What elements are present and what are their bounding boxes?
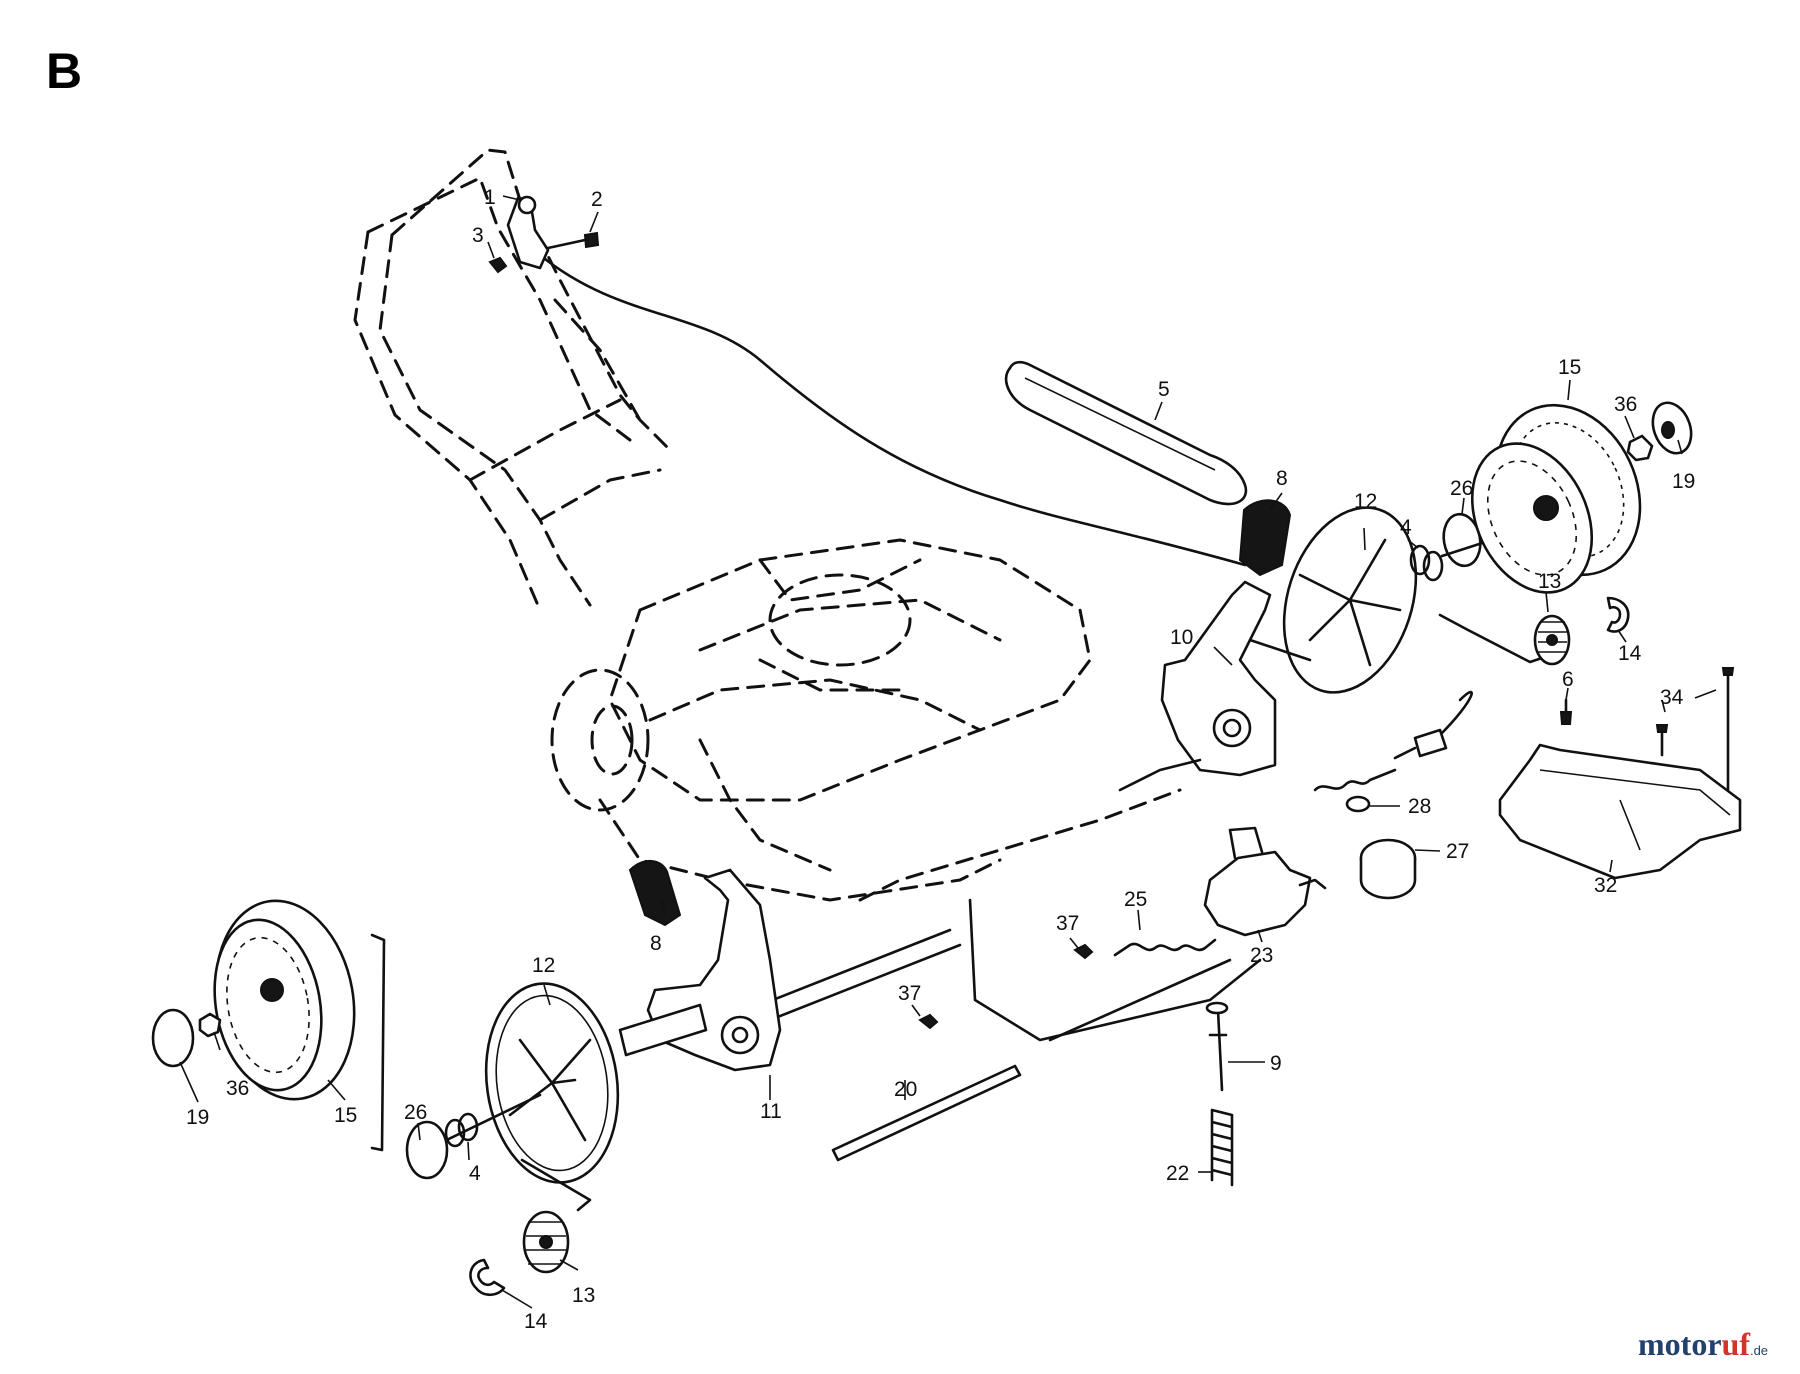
label-37-lower: 37 bbox=[898, 982, 921, 1005]
label-20: 20 bbox=[894, 1078, 917, 1101]
tension-spring bbox=[1313, 768, 1397, 792]
e-clip-left bbox=[469, 1258, 506, 1297]
washer-small bbox=[1345, 795, 1371, 813]
label-4-right: 4 bbox=[1400, 516, 1412, 539]
label-13-right: 13 bbox=[1538, 570, 1561, 593]
height-adjuster-left bbox=[618, 868, 782, 1072]
label-27: 27 bbox=[1446, 840, 1469, 863]
assembly-line-left bbox=[370, 933, 386, 1152]
hubcap-right bbox=[1248, 506, 1418, 694]
watermark-suffix: .de bbox=[1750, 1343, 1768, 1358]
label-4-left: 4 bbox=[469, 1162, 481, 1185]
label-13-left: 13 bbox=[572, 1284, 595, 1307]
label-6: 6 bbox=[1562, 668, 1574, 691]
nut bbox=[488, 256, 508, 274]
screw bbox=[546, 231, 600, 250]
label-1: 1 bbox=[484, 186, 496, 209]
hex-nut-lower bbox=[918, 1013, 939, 1030]
cover-screw-left bbox=[1559, 698, 1573, 725]
label-5: 5 bbox=[1158, 378, 1170, 401]
wheel-left bbox=[213, 899, 356, 1101]
control-lever bbox=[506, 195, 550, 270]
label-12-left: 12 bbox=[532, 954, 555, 977]
drive-rod bbox=[831, 1064, 1022, 1162]
hubcap-left bbox=[484, 982, 620, 1184]
washers-right bbox=[1409, 544, 1444, 582]
label-19-right: 19 bbox=[1672, 470, 1695, 493]
wheel-boot-left bbox=[628, 860, 682, 927]
label-15-right: 15 bbox=[1558, 356, 1581, 379]
watermark-part2: uf bbox=[1722, 1326, 1751, 1362]
label-37-center: 37 bbox=[1056, 912, 1079, 935]
front-axle bbox=[758, 928, 1232, 1042]
washer-left bbox=[405, 1120, 449, 1180]
wheel-cap-right bbox=[1651, 401, 1693, 455]
wheel-boot-right bbox=[1238, 499, 1292, 577]
label-28: 28 bbox=[1408, 795, 1431, 818]
washers-left bbox=[444, 1112, 479, 1148]
label-23: 23 bbox=[1250, 944, 1273, 967]
svg-text:motoruf.de: motoruf.de bbox=[1638, 1326, 1768, 1362]
callout-labels: 1 2 3 5 8 10 12 4 26 15 36 19 13 14 6 34… bbox=[186, 186, 1695, 1333]
label-11: 11 bbox=[760, 1100, 782, 1123]
label-2: 2 bbox=[591, 188, 603, 211]
label-36-right: 36 bbox=[1614, 393, 1637, 416]
watermark-part1: motor bbox=[1638, 1326, 1722, 1362]
wheel-nut-right bbox=[1626, 434, 1654, 462]
return-spring bbox=[1113, 938, 1217, 957]
assembly-line-left-lower bbox=[520, 1158, 592, 1212]
label-22: 22 bbox=[1166, 1162, 1189, 1185]
pivot-bolt bbox=[1205, 1001, 1229, 1092]
cover-screws bbox=[1655, 667, 1735, 792]
label-36-left: 36 bbox=[226, 1077, 249, 1100]
height-adjuster-right bbox=[1118, 580, 1277, 792]
wheel-nut-left bbox=[198, 1012, 222, 1038]
rear-cover bbox=[1498, 743, 1742, 880]
control-cable bbox=[538, 253, 1247, 567]
mower-deck-outline bbox=[550, 538, 1262, 1042]
gearbox-bracket bbox=[1203, 826, 1327, 937]
label-19-left: 19 bbox=[186, 1106, 209, 1129]
cable-end-fitting bbox=[1393, 690, 1473, 760]
watermark-logo: motoruf.de bbox=[1638, 1326, 1768, 1362]
label-26-left: 26 bbox=[404, 1101, 427, 1124]
drive-belt bbox=[1004, 360, 1248, 506]
label-32: 32 bbox=[1594, 874, 1617, 897]
coil-spring bbox=[1210, 1108, 1234, 1187]
leader-lines bbox=[179, 195, 1717, 1309]
label-9: 9 bbox=[1270, 1052, 1282, 1075]
pinion-gear-left bbox=[522, 1210, 570, 1274]
label-26-right: 26 bbox=[1450, 477, 1473, 500]
wheel-cap-left bbox=[151, 1008, 195, 1068]
wheel-right bbox=[1470, 403, 1642, 594]
label-8-right: 8 bbox=[1276, 467, 1288, 490]
section-letter: B bbox=[46, 43, 82, 99]
idler-roller bbox=[1359, 838, 1417, 900]
label-15-left: 15 bbox=[334, 1104, 357, 1127]
label-34: 34 bbox=[1660, 686, 1684, 709]
hex-nut-center bbox=[1073, 943, 1094, 960]
label-14-right: 14 bbox=[1618, 642, 1642, 665]
label-12-right: 12 bbox=[1354, 490, 1377, 513]
label-14-left: 14 bbox=[524, 1310, 548, 1333]
label-3: 3 bbox=[472, 224, 484, 247]
label-10: 10 bbox=[1170, 626, 1193, 649]
pinion-gear-right bbox=[1438, 613, 1571, 666]
e-clip-right bbox=[1606, 596, 1630, 633]
label-8-left: 8 bbox=[650, 932, 662, 955]
label-25: 25 bbox=[1124, 888, 1147, 911]
